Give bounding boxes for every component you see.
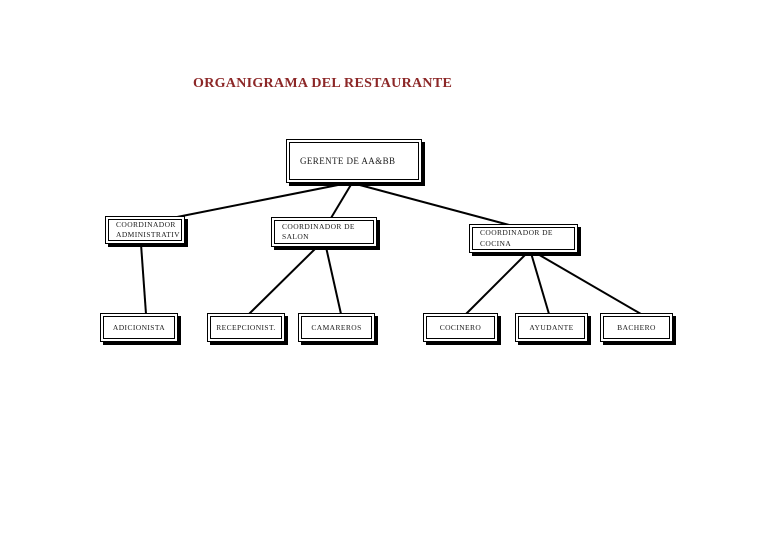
org-node-label: ADICIONISTA	[103, 316, 175, 339]
org-node-camareros: CAMAREROS	[298, 313, 375, 342]
org-node-label: AYUDANTE	[518, 316, 585, 339]
org-node-label: BACHERO	[603, 316, 670, 339]
org-node-recepcionist: RECEPCIONIST.	[207, 313, 285, 342]
connector-line	[465, 252, 528, 315]
connector-line	[248, 246, 318, 315]
org-node-cocinero: COCINERO	[423, 313, 498, 342]
connector-line	[530, 252, 550, 315]
org-node-adicionista: ADICIONISTA	[100, 313, 178, 342]
org-node-label: GERENTE DE AA&BB	[289, 142, 419, 180]
org-node-coordinador-cocina: COORDINADOR DE COCINA	[469, 224, 578, 253]
connector-line	[140, 243, 147, 315]
org-node-label: RECEPCIONIST.	[210, 316, 282, 339]
connector-line	[535, 252, 642, 315]
org-node-ayudante: AYUDANTE	[515, 313, 588, 342]
org-node-gerente: GERENTE DE AA&BB	[286, 139, 422, 183]
org-node-label: COORDINADOR DE SALON	[274, 220, 374, 244]
org-node-label: CAMAREROS	[301, 316, 372, 339]
org-node-coordinador-salon: COORDINADOR DE SALON	[271, 217, 377, 247]
page-title: ORGANIGRAMA DEL RESTAURANTE	[193, 76, 453, 91]
org-node-label: COORDINADOR ADMINISTRATIV	[108, 219, 182, 241]
org-node-coordinador-administrativ: COORDINADOR ADMINISTRATIV	[105, 216, 185, 244]
org-node-label: COCINERO	[426, 316, 495, 339]
connector-line	[325, 246, 342, 315]
connector-line	[166, 182, 349, 220]
connector-line	[330, 182, 353, 219]
connector-line	[355, 183, 514, 227]
org-node-bachero: BACHERO	[600, 313, 673, 342]
org-node-label: COORDINADOR DE COCINA	[472, 227, 575, 250]
